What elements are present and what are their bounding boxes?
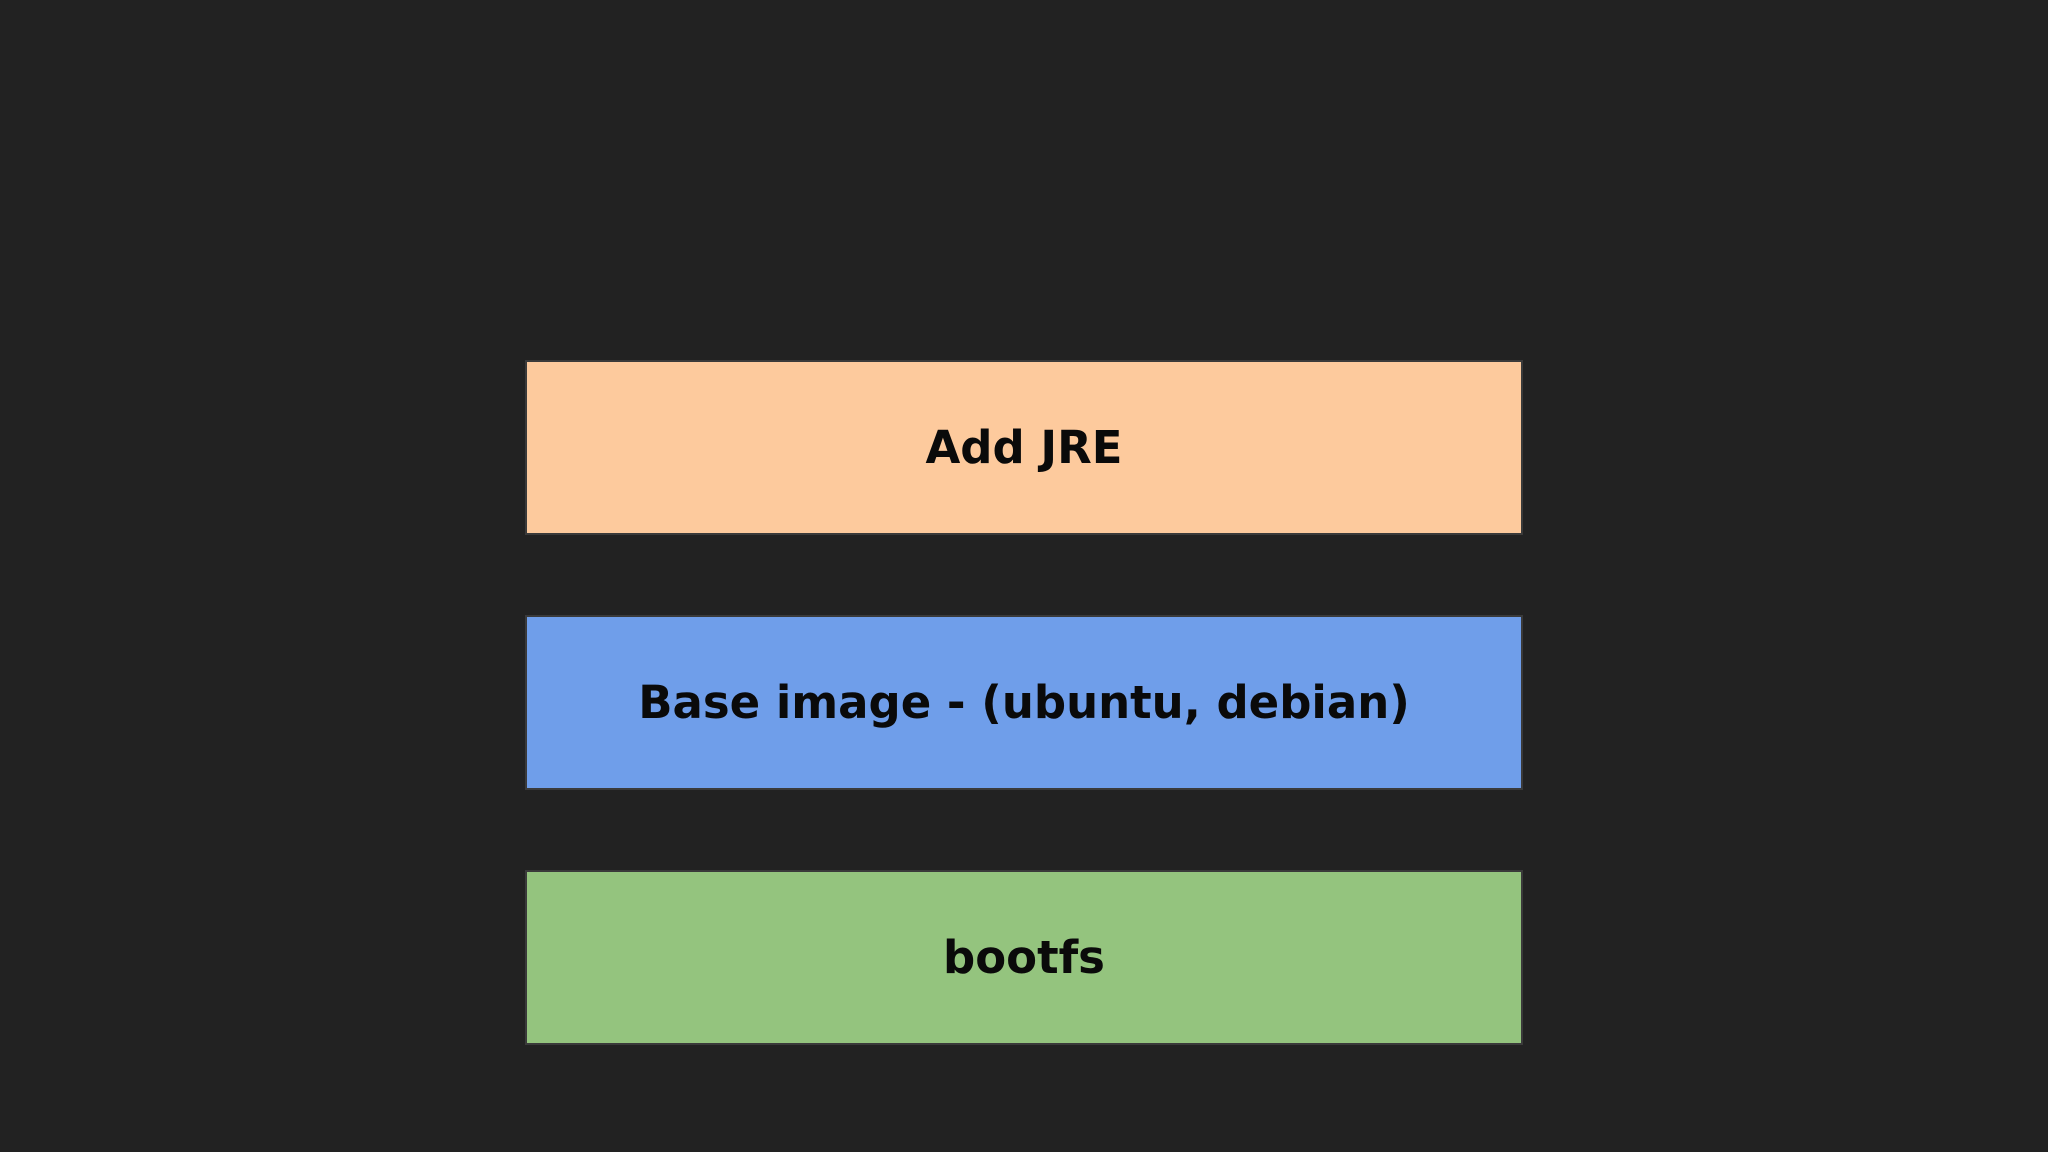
layer-bootfs: bootfs xyxy=(525,870,1523,1045)
layer-base-image: Base image - (ubuntu, debian) xyxy=(525,615,1523,790)
layer-label: Add JRE xyxy=(925,421,1123,474)
layer-add-jre: Add JRE xyxy=(525,360,1523,535)
layer-label: Base image - (ubuntu, debian) xyxy=(638,676,1410,729)
layer-label: bootfs xyxy=(943,931,1105,984)
